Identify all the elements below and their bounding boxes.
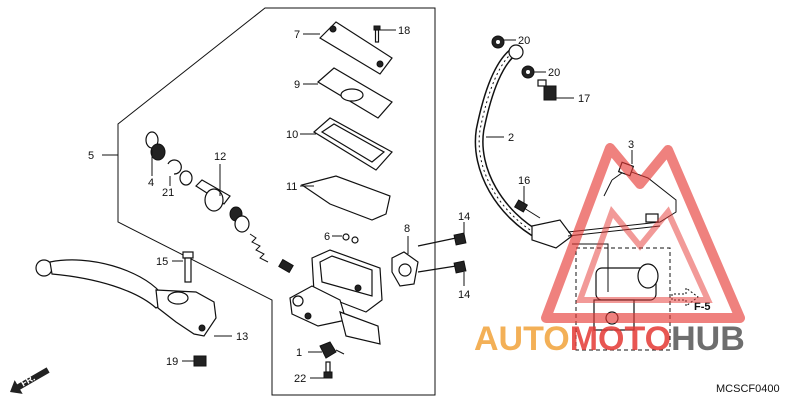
group-outline <box>117 7 436 396</box>
caliper-leader <box>572 243 609 292</box>
callout-18: 18 <box>398 25 410 37</box>
callout-20b: 20 <box>548 67 560 79</box>
callout-21: 21 <box>162 187 174 199</box>
callout-12: 12 <box>214 151 226 163</box>
callouts: 1 2 3 4 5 6 7 8 9 10 11 12 13 <box>88 25 634 385</box>
callout-2: 2 <box>508 132 514 144</box>
brake-hose-2 <box>474 44 573 249</box>
front-direction-arrow: FR. <box>10 367 50 394</box>
callout-9: 9 <box>294 79 300 91</box>
callout-14a: 14 <box>458 211 470 223</box>
bolt-14b <box>417 260 467 274</box>
callout-6: 6 <box>324 231 330 243</box>
diaphragm-plate-9 <box>316 67 393 119</box>
callout-17: 17 <box>578 93 590 105</box>
washer-20b <box>521 65 535 79</box>
callout-5: 5 <box>88 150 94 162</box>
catalog-code: MCSCF0400 <box>716 383 780 395</box>
callout-3: 3 <box>628 139 634 151</box>
master-cylinder-body <box>289 249 383 345</box>
bolt-16 <box>513 199 541 219</box>
callout-13: 13 <box>236 331 248 343</box>
callout-11: 11 <box>286 181 297 193</box>
nut-19 <box>193 355 207 367</box>
brake-lever-13 <box>35 259 217 337</box>
callout-4: 4 <box>148 177 154 189</box>
callout-7: 7 <box>294 29 300 41</box>
callout-10: 10 <box>286 129 298 141</box>
pivot-bolt-15 <box>182 251 194 283</box>
caliper <box>593 263 659 331</box>
watermark-wordmark: AUTOMOTOHUB <box>474 320 745 358</box>
stop-switch-1 <box>319 341 345 359</box>
screw-18 <box>373 25 381 43</box>
watermark-triangle-inner <box>575 206 713 303</box>
watermark-moto: MOTO <box>570 320 671 358</box>
callout-22: 22 <box>294 373 306 385</box>
callout-1: 1 <box>296 347 302 359</box>
watermark-auto: AUTO <box>474 320 570 358</box>
callout-15: 15 <box>156 256 168 268</box>
reference-arrow-label: F-5 <box>694 301 711 313</box>
diaphragm-10 <box>312 117 393 171</box>
sight-glass-6 <box>342 233 359 244</box>
callout-19: 19 <box>166 356 178 368</box>
callout-20a: 20 <box>518 35 530 47</box>
watermark-logo: AUTOMOTOHUB <box>474 143 745 358</box>
callout-14b: 14 <box>458 289 470 301</box>
screw-22 <box>323 361 333 379</box>
holder-8 <box>391 251 419 287</box>
piston-set <box>145 131 294 274</box>
washer-20a <box>491 35 505 49</box>
float-sheet-11 <box>300 175 391 221</box>
watermark-triangle-outer <box>541 143 745 323</box>
reservoir-cap-7 <box>319 21 393 75</box>
callout-8: 8 <box>404 223 410 235</box>
bolt-14a <box>417 232 467 247</box>
oil-bolt-17 <box>537 79 557 101</box>
watermark-hub: HUB <box>671 320 745 358</box>
callout-16: 16 <box>518 175 530 187</box>
